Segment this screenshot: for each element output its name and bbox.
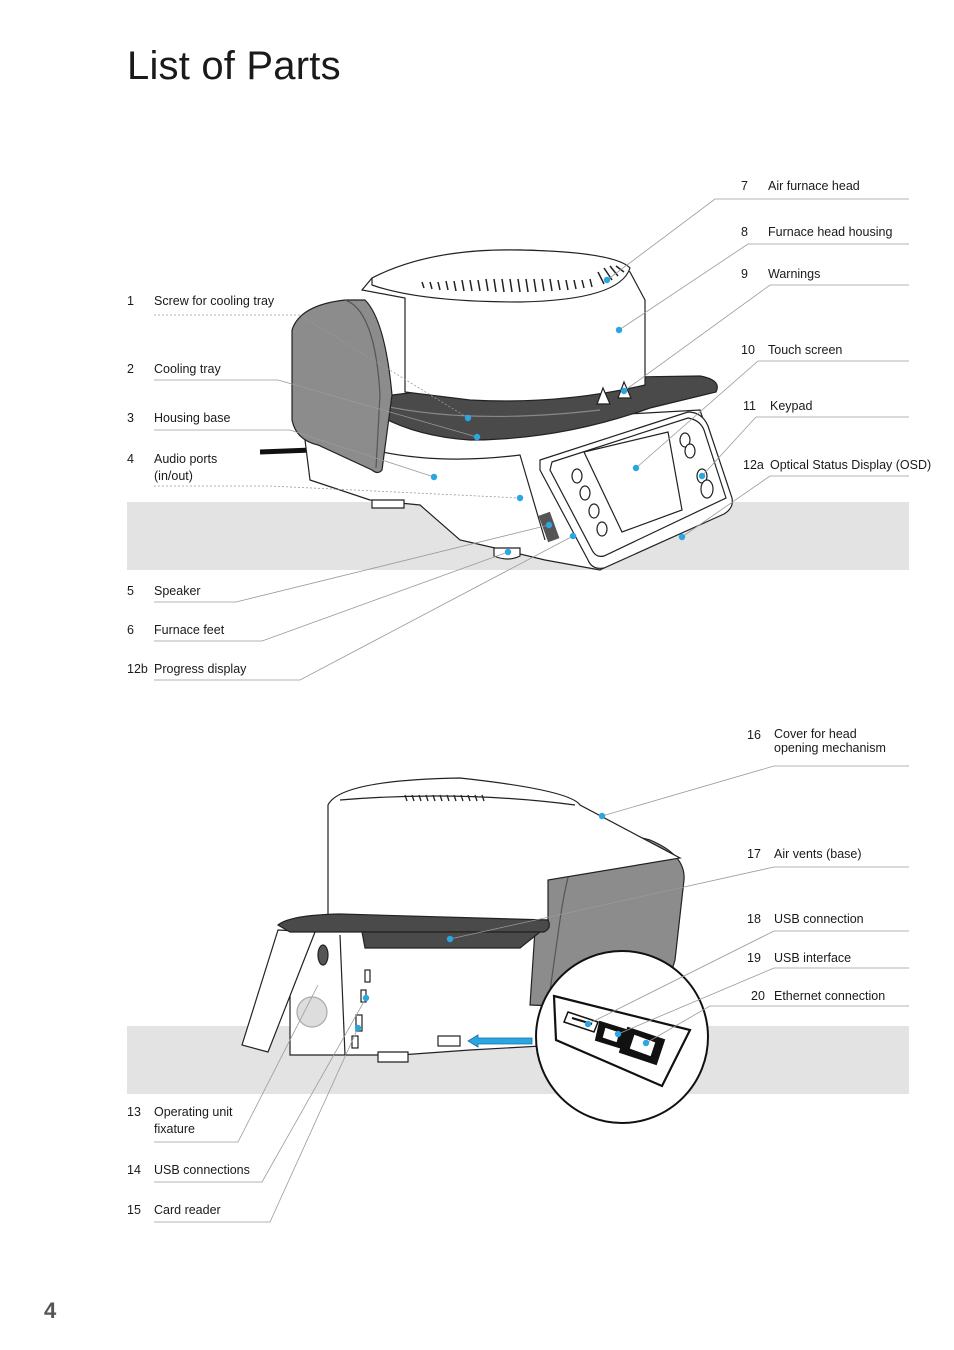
part-17-label: Air vents (base) [774,847,862,861]
part-3-label: Housing base [154,411,231,425]
part-12a-label: Optical Status Display (OSD) [770,458,932,472]
part-10-label: Touch screen [768,343,843,357]
part-7-label: Air furnace head [768,179,860,193]
part-19-number: 19 [747,951,761,965]
part-18-label: USB connection [774,912,864,926]
part-1-number: 1 [127,294,134,308]
part-2-label: Cooling tray [154,362,221,376]
part-12a-number: 12a [743,458,764,472]
callout-dots-back [354,812,650,1047]
part-4-label: Audio ports (in/out) [154,452,218,483]
part-13-label: Operating unit fixature [154,1105,233,1136]
part-6-number: 6 [127,623,134,637]
part-16-number: 16 [747,728,761,742]
part-20-number: 20 [751,989,765,1003]
part-11-number: 11 [743,399,756,413]
part-17-number: 17 [747,847,761,861]
part-10-number: 10 [741,343,755,357]
part-6-label: Furnace feet [154,623,225,637]
part-12b-number: 12b [127,662,148,676]
part-15-label: Card reader [154,1203,221,1217]
part-9-label: Warnings [768,267,821,281]
part-2-number: 2 [127,362,134,376]
part-14-number: 14 [127,1163,141,1177]
part-20-label: Ethernet connection [774,989,886,1003]
part-15-number: 15 [127,1203,141,1217]
part-9-number: 9 [741,267,748,281]
part-5-label: Speaker [154,584,201,598]
part-12b-label: Progress display [154,662,247,676]
part-18-number: 18 [747,912,761,926]
part-3-number: 3 [127,411,134,425]
part-4-number: 4 [127,452,134,466]
part-1-label: Screw for cooling tray [154,294,275,308]
part-11-label: Keypad [770,399,813,413]
leaders-back [154,765,909,1223]
part-7-number: 7 [741,179,748,193]
part-13-number: 13 [127,1105,141,1119]
part-8-label: Furnace head housing [768,225,893,239]
part-14-label: USB connections [154,1163,250,1177]
part-16-label: Cover for head opening mechanism [774,727,886,755]
part-8-number: 8 [741,225,748,239]
page-number: 4 [44,1298,57,1323]
part-19-label: USB interface [774,951,852,965]
leaders-front [154,198,909,681]
furnace-front-view [259,249,733,571]
callout-dots-front [430,276,706,556]
ports-inset [535,950,709,1124]
page-title: List of Parts [127,44,341,88]
part-5-number: 5 [127,584,134,598]
